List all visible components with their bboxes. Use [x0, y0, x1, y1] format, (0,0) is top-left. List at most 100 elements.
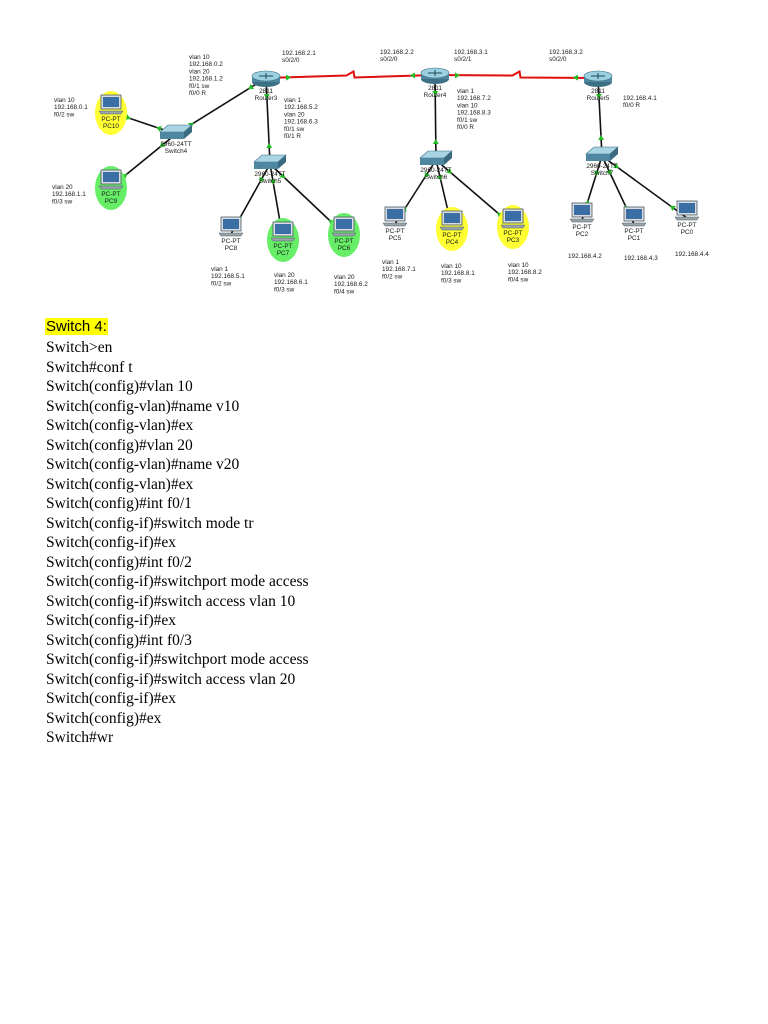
router-icon: [420, 67, 450, 84]
router-model: 2811: [428, 85, 442, 92]
switch-model: 2960-24TT: [420, 167, 451, 174]
router3-lan-switch4-label-line: f0/0 R: [189, 90, 206, 97]
pc-icon: [331, 216, 357, 237]
router3-serial-label-line: s0/2/0: [282, 57, 300, 64]
command-line: Switch(config-if)#switch mode tr: [46, 514, 254, 532]
switch-model: 2960-24TT: [586, 163, 617, 170]
switch-name: Switch4: [165, 148, 188, 155]
command-line: Switch(config-if)#ex: [46, 690, 176, 707]
pc-icon: [439, 210, 465, 231]
pc-type: PC-PT: [624, 228, 643, 235]
router-name: Router3: [255, 95, 278, 102]
pc1-info-label-line: 192.168.4.3: [624, 255, 658, 262]
router3-lan-switch5-label-line: f0/1 sw: [284, 126, 305, 133]
router3-lan-switch4-label-line: vlan 10: [189, 54, 210, 61]
port-status-icon: [159, 141, 166, 148]
command-line: Switch(config-vlan)#ex: [46, 475, 194, 493]
port-status-icon: [454, 72, 460, 79]
port-status-icon: [446, 168, 452, 174]
pc-type: PC-PT: [221, 238, 240, 245]
command-line: Switch(config)#int f0/2: [46, 553, 192, 571]
command-line: Switch(config-if)#switch access vlan 20: [46, 670, 296, 688]
pc-icon: [500, 208, 526, 229]
ethernet-link: [434, 74, 437, 161]
router4-serial-left-label-line: s0/2/0: [380, 56, 398, 63]
switch-name: Switch7: [591, 170, 614, 177]
pc-icon: [674, 200, 700, 221]
command-line: Switch(config-if)#switchport mode access: [46, 651, 309, 668]
pc0-info-label-line: 192.168.4.4: [675, 251, 709, 258]
port-status-icon: [263, 93, 270, 99]
pc-type: PC-PT: [503, 230, 522, 237]
pc1-info-label: 192.168.4.3: [624, 255, 658, 262]
router3-lan-switch4-label-line: vlan 20: [189, 68, 210, 75]
port-status-icon: [125, 114, 131, 120]
command-line: Switch>en: [46, 339, 113, 356]
pc6-info-label-line: vlan 20: [334, 274, 355, 281]
pc-icon: [569, 202, 595, 223]
router3-lan-switch5-label-line: 192.168.5.2: [284, 104, 318, 111]
pc-name: PC4: [446, 239, 459, 246]
pc9-info-label-line: f0/3 sw: [52, 198, 73, 205]
pc9-info-label-line: vlan 20: [52, 184, 73, 191]
router4-serial-right-label-line: s0/2/1: [454, 56, 472, 63]
router5-serial-label-line: 192.168.3.2: [549, 49, 583, 56]
port-status-icon: [595, 93, 602, 99]
pc4-info-label-line: f0/3 sw: [441, 277, 462, 284]
command-line: Switch(config-if)#ex: [46, 534, 176, 551]
port-status-icon: [156, 126, 162, 132]
router3-lan-switch5-label-line: vlan 1: [284, 97, 301, 104]
router3-lan-switch5-label-line: f0/1 R: [284, 133, 301, 140]
router-name: Router5: [587, 95, 610, 102]
router4-lan-label-line: 192.168.8.3: [457, 110, 491, 117]
pc-type: PC-PT: [101, 191, 120, 198]
port-status-icon: [285, 74, 291, 81]
port-status-icon: [670, 205, 676, 211]
command-line: Switch#wr: [46, 729, 114, 746]
command-line: Switch(config)#vlan 20: [46, 436, 193, 454]
command-line: Switch(config)#int f0/3: [46, 631, 192, 649]
pc0-info-label: 192.168.4.4: [675, 251, 709, 258]
pc-icon: [382, 206, 408, 227]
command-line: Switch(config-if)#switch access vlan 10: [46, 592, 296, 610]
pc-type: PC-PT: [334, 238, 353, 245]
command-line: Switch(config)#int f0/1: [46, 495, 192, 512]
section-heading-text: Switch 4:: [45, 318, 108, 335]
pc2-info-label: 192.168.4.2: [568, 253, 602, 260]
command-line: Switch(config-vlan)#ex: [46, 417, 194, 434]
pc-type: PC-PT: [572, 224, 591, 231]
router4-lan-label-line: f0/1 sw: [457, 117, 478, 124]
pc-type: PC-PT: [677, 222, 696, 229]
ethernet-link: [597, 77, 603, 157]
port-status-icon: [606, 169, 612, 176]
pc-icon: [98, 94, 124, 115]
